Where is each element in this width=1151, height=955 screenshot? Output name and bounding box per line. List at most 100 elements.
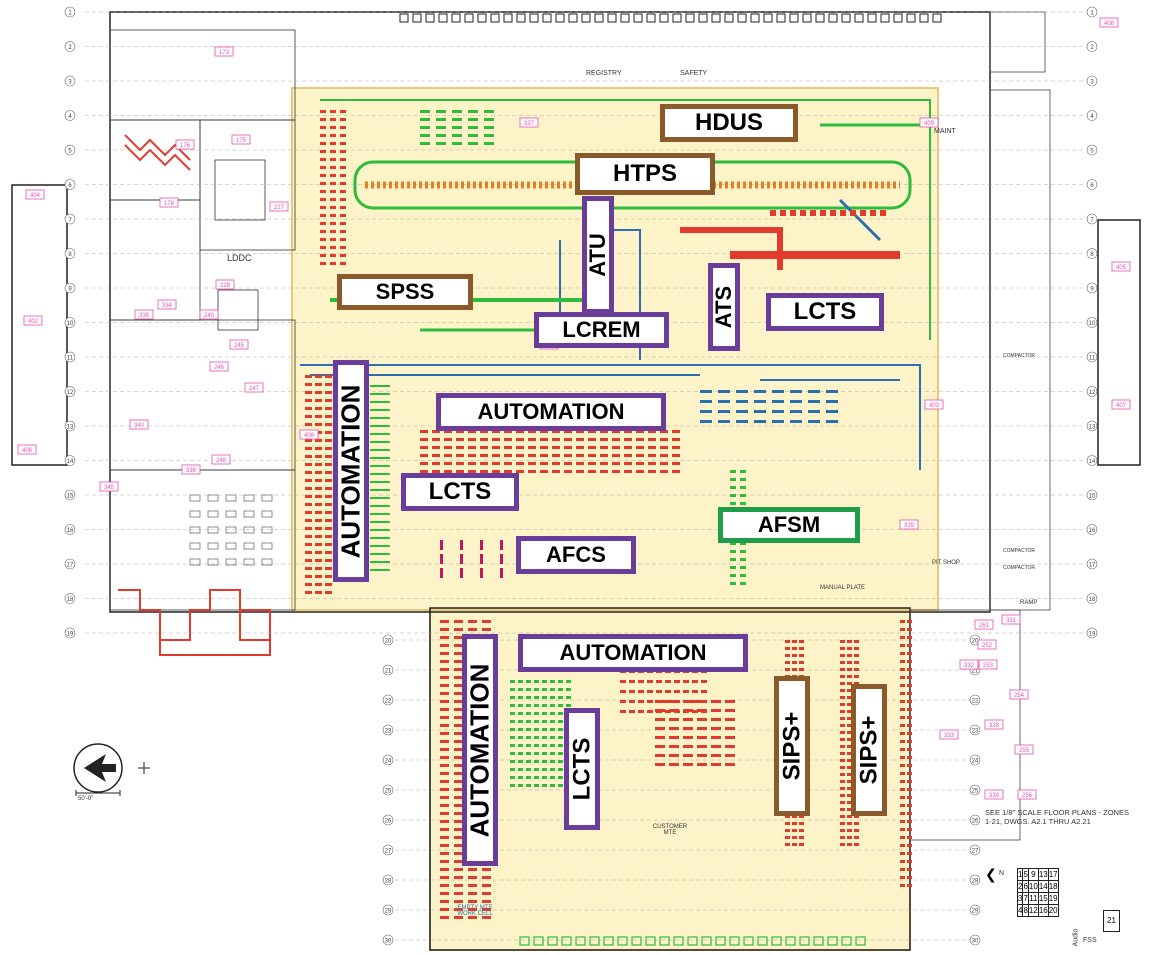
room-tag-text: 403 [929,403,940,409]
rack-cell [454,732,463,735]
room-tag [175,139,195,150]
rack-cell [900,668,905,671]
rack-cell [518,712,523,715]
zone-lcts-lower[interactable]: LCTS [564,708,600,830]
zone-lcts-center[interactable]: LCTS [401,473,519,511]
right-building-strip [989,89,1051,611]
rack-cell [840,752,845,755]
zone-htps[interactable]: HTPS [575,153,715,195]
rack-cell [799,661,804,664]
row-marker-text: 17 [1089,563,1096,569]
rack-cell [550,680,555,683]
zone-afcs[interactable]: AFCS [516,536,636,574]
zone-lcts-upper-right[interactable]: LCTS [766,293,884,331]
dock-door-lower [855,936,866,946]
rack-cell [840,794,845,797]
rack-cell [552,430,560,433]
label-empty-mte: EMPTY MTE WORK CELL [457,905,493,917]
rack-cell [370,433,390,435]
rack-cell [900,700,905,703]
rack-cell [799,815,804,818]
rack-cell [315,471,322,474]
room-tag [231,134,251,145]
rack-cell [907,620,912,623]
rack-cell [669,736,679,739]
room-tag-text: 406 [22,448,33,454]
room-tag-text: 251 [979,623,990,629]
room-tag-text: 173 [219,50,230,56]
rack-cell [420,110,430,113]
rack-cell [534,744,539,747]
rack-cell [600,462,608,465]
zone-sips-plus-2[interactable]: SIPS+ [851,684,887,816]
zone-ats[interactable]: ATS [708,263,740,351]
key-plan-cell: 11 [1027,892,1039,905]
room-tag-text: 402 [28,319,39,325]
rack-cell [558,784,563,787]
rack-cell [330,230,336,233]
rack-cell [588,438,596,441]
rack-cell [315,439,322,442]
rack-cell [305,407,312,410]
zone-hdus[interactable]: HDUS [660,104,798,142]
rack-cell [636,438,644,441]
rack-cell [526,704,531,707]
rack-cell [700,420,712,423]
rack-cell [325,583,332,586]
rack-cell [325,407,332,410]
rack-cell [672,454,680,457]
zone-lcrem[interactable]: LCREM [534,312,669,348]
zone-atu[interactable]: ATU [582,196,614,314]
rack-cell [444,454,452,457]
rack-cell [740,574,746,577]
zone-automation-center[interactable]: AUTOMATION [436,393,666,431]
desk [225,542,237,550]
row-marker [969,814,981,826]
rack-cell [432,438,440,441]
rack-cell [452,110,462,113]
rack-cell [826,400,838,403]
rack-cell [552,470,560,473]
zone-afsm[interactable]: AFSM [718,507,860,543]
zone-automation-left[interactable]: AUTOMATION [333,360,369,582]
rack-cell [540,454,548,457]
rack-cell [847,731,852,734]
rack-cell [785,654,790,657]
row-marker-text: 22 [972,699,979,705]
rack-cell [900,836,905,839]
rack-cell [440,716,449,719]
zone-sips-plus-1[interactable]: SIPS+ [774,676,810,816]
rack-cell [730,550,736,553]
zone-automation-lower-left[interactable]: AUTOMATION [462,634,498,866]
rack-cell [480,462,488,465]
rack-cell [436,142,446,145]
zone-automation-lower-center[interactable]: AUTOMATION [518,634,748,672]
rack-cell [847,640,852,643]
rack-cell [420,430,428,433]
rack-cell [436,118,446,121]
rack-cell [600,430,608,433]
rack-cell [534,728,539,731]
rack-cell [854,654,859,657]
dock-door [555,13,565,23]
rack-cell [564,446,572,449]
rack-cell [454,804,463,807]
rack-cell [900,868,905,871]
rack-cell [454,916,463,919]
dock-door [672,13,682,23]
rack-cell [370,473,390,475]
dock-door-lower [715,936,726,946]
room-tag [134,309,154,320]
rack-cell [612,438,620,441]
rack-cell [370,401,390,403]
rack-cell [480,470,488,473]
rack-cell [840,787,845,790]
rack-cell [315,575,322,578]
rack-cell [665,680,671,683]
rack-cell [840,724,845,727]
room-tag-text: 340 [134,423,145,429]
rack-cell [900,636,905,639]
row-marker [64,558,76,570]
rack-cell [847,801,852,804]
zone-spss[interactable]: SPSS [337,274,473,310]
